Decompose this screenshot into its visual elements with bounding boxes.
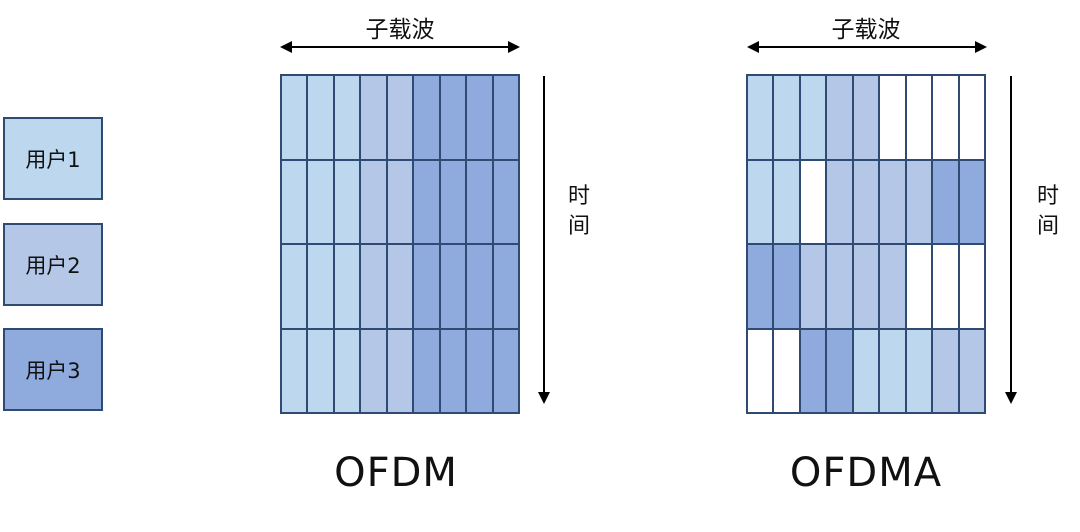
resource-cell — [827, 329, 852, 412]
resource-cell — [493, 245, 518, 328]
legend-user-1-label: 用户1 — [25, 147, 81, 172]
resource-cell — [387, 329, 413, 412]
resource-cell — [933, 76, 958, 159]
resource-cell — [827, 245, 852, 328]
resource-cell — [467, 245, 492, 328]
resource-cell — [933, 329, 958, 412]
resource-cell — [414, 245, 439, 328]
ofdm-subcarrier-arrow-icon — [280, 41, 520, 53]
ofdm-time-label: 时间 — [567, 184, 590, 239]
ofdma-title: OFDMA — [789, 450, 943, 496]
legend-user-1: 用户1 — [3, 117, 103, 200]
resource-cell — [414, 76, 439, 159]
resource-cell — [308, 245, 333, 328]
resource-cell — [933, 160, 958, 243]
resource-cell — [282, 160, 307, 243]
ofdm-subcarrier-label: 子载波 — [365, 17, 435, 43]
resource-cell — [282, 245, 307, 328]
resource-cell — [493, 76, 518, 159]
resource-cell — [800, 160, 826, 243]
ofdma-subcarrier-label: 子载波 — [831, 17, 901, 43]
resource-cell — [853, 76, 879, 159]
resource-cell — [440, 76, 466, 159]
resource-cell — [748, 329, 773, 412]
resource-cell — [361, 245, 386, 328]
resource-cell — [308, 329, 333, 412]
resource-cell — [774, 160, 799, 243]
resource-cell — [334, 160, 360, 243]
resource-cell — [440, 160, 466, 243]
resource-cell — [880, 329, 905, 412]
resource-cell — [800, 245, 826, 328]
resource-cell — [906, 160, 932, 243]
resource-cell — [387, 76, 413, 159]
resource-cell — [361, 160, 386, 243]
resource-cell — [933, 245, 958, 328]
resource-cell — [282, 329, 307, 412]
resource-cell — [959, 160, 984, 243]
resource-cell — [467, 76, 492, 159]
resource-cell — [334, 329, 360, 412]
ofdma-time-label: 时间 — [1036, 184, 1059, 239]
resource-cell — [827, 76, 852, 159]
resource-cell — [880, 245, 905, 328]
legend-user-3-label: 用户3 — [25, 358, 81, 383]
ofdm-title: OFDM — [334, 450, 458, 496]
resource-cell — [440, 329, 466, 412]
resource-cell — [959, 76, 984, 159]
resource-cell — [880, 76, 905, 159]
legend-user-3: 用户3 — [3, 328, 103, 411]
resource-cell — [774, 245, 799, 328]
resource-cell — [334, 245, 360, 328]
ofdm-time-arrow-icon — [538, 76, 550, 404]
resource-cell — [774, 329, 799, 412]
resource-cell — [308, 160, 333, 243]
resource-cell — [853, 245, 879, 328]
legend-user-2-label: 用户2 — [25, 253, 81, 278]
resource-cell — [748, 160, 773, 243]
ofdma-resource-grid — [746, 74, 986, 414]
ofdma-time-arrow-icon — [1005, 76, 1017, 404]
resource-cell — [853, 160, 879, 243]
resource-cell — [361, 329, 386, 412]
resource-cell — [774, 76, 799, 159]
resource-cell — [282, 76, 307, 159]
resource-cell — [906, 245, 932, 328]
resource-cell — [387, 160, 413, 243]
resource-cell — [880, 160, 905, 243]
resource-cell — [414, 329, 439, 412]
resource-cell — [853, 329, 879, 412]
resource-cell — [906, 329, 932, 412]
resource-cell — [308, 76, 333, 159]
resource-cell — [467, 329, 492, 412]
resource-cell — [493, 329, 518, 412]
resource-cell — [827, 160, 852, 243]
legend-user-2: 用户2 — [3, 223, 103, 306]
resource-cell — [414, 160, 439, 243]
resource-cell — [387, 245, 413, 328]
resource-cell — [493, 160, 518, 243]
resource-cell — [959, 329, 984, 412]
resource-cell — [440, 245, 466, 328]
resource-cell — [361, 76, 386, 159]
ofdma-subcarrier-arrow-icon — [747, 41, 987, 53]
resource-cell — [467, 160, 492, 243]
resource-cell — [800, 329, 826, 412]
resource-cell — [748, 76, 773, 159]
resource-cell — [334, 76, 360, 159]
ofdm-resource-grid — [280, 74, 520, 414]
resource-cell — [906, 76, 932, 159]
resource-cell — [959, 245, 984, 328]
resource-cell — [748, 245, 773, 328]
resource-cell — [800, 76, 826, 159]
